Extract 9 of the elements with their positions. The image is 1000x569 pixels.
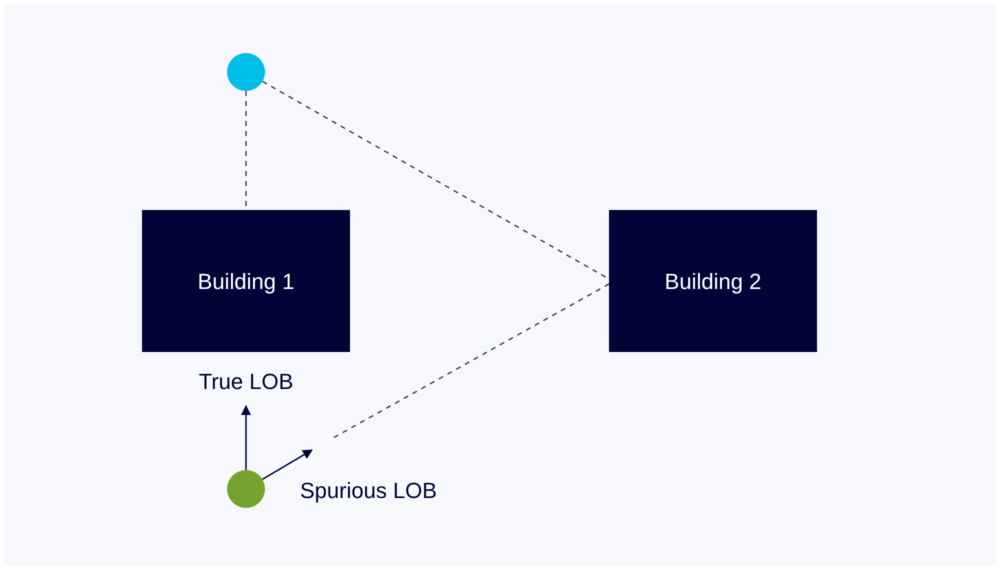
arrow <box>241 405 251 470</box>
building-box <box>609 210 817 352</box>
building-label: Building 1 <box>198 268 294 296</box>
building-label: Building 2 <box>664 268 762 296</box>
arrow <box>262 449 313 480</box>
line-label: True LOB <box>198 368 294 396</box>
building-box <box>142 210 350 352</box>
dashed-line <box>332 283 610 439</box>
line-label: Spurious LOB <box>300 477 437 505</box>
